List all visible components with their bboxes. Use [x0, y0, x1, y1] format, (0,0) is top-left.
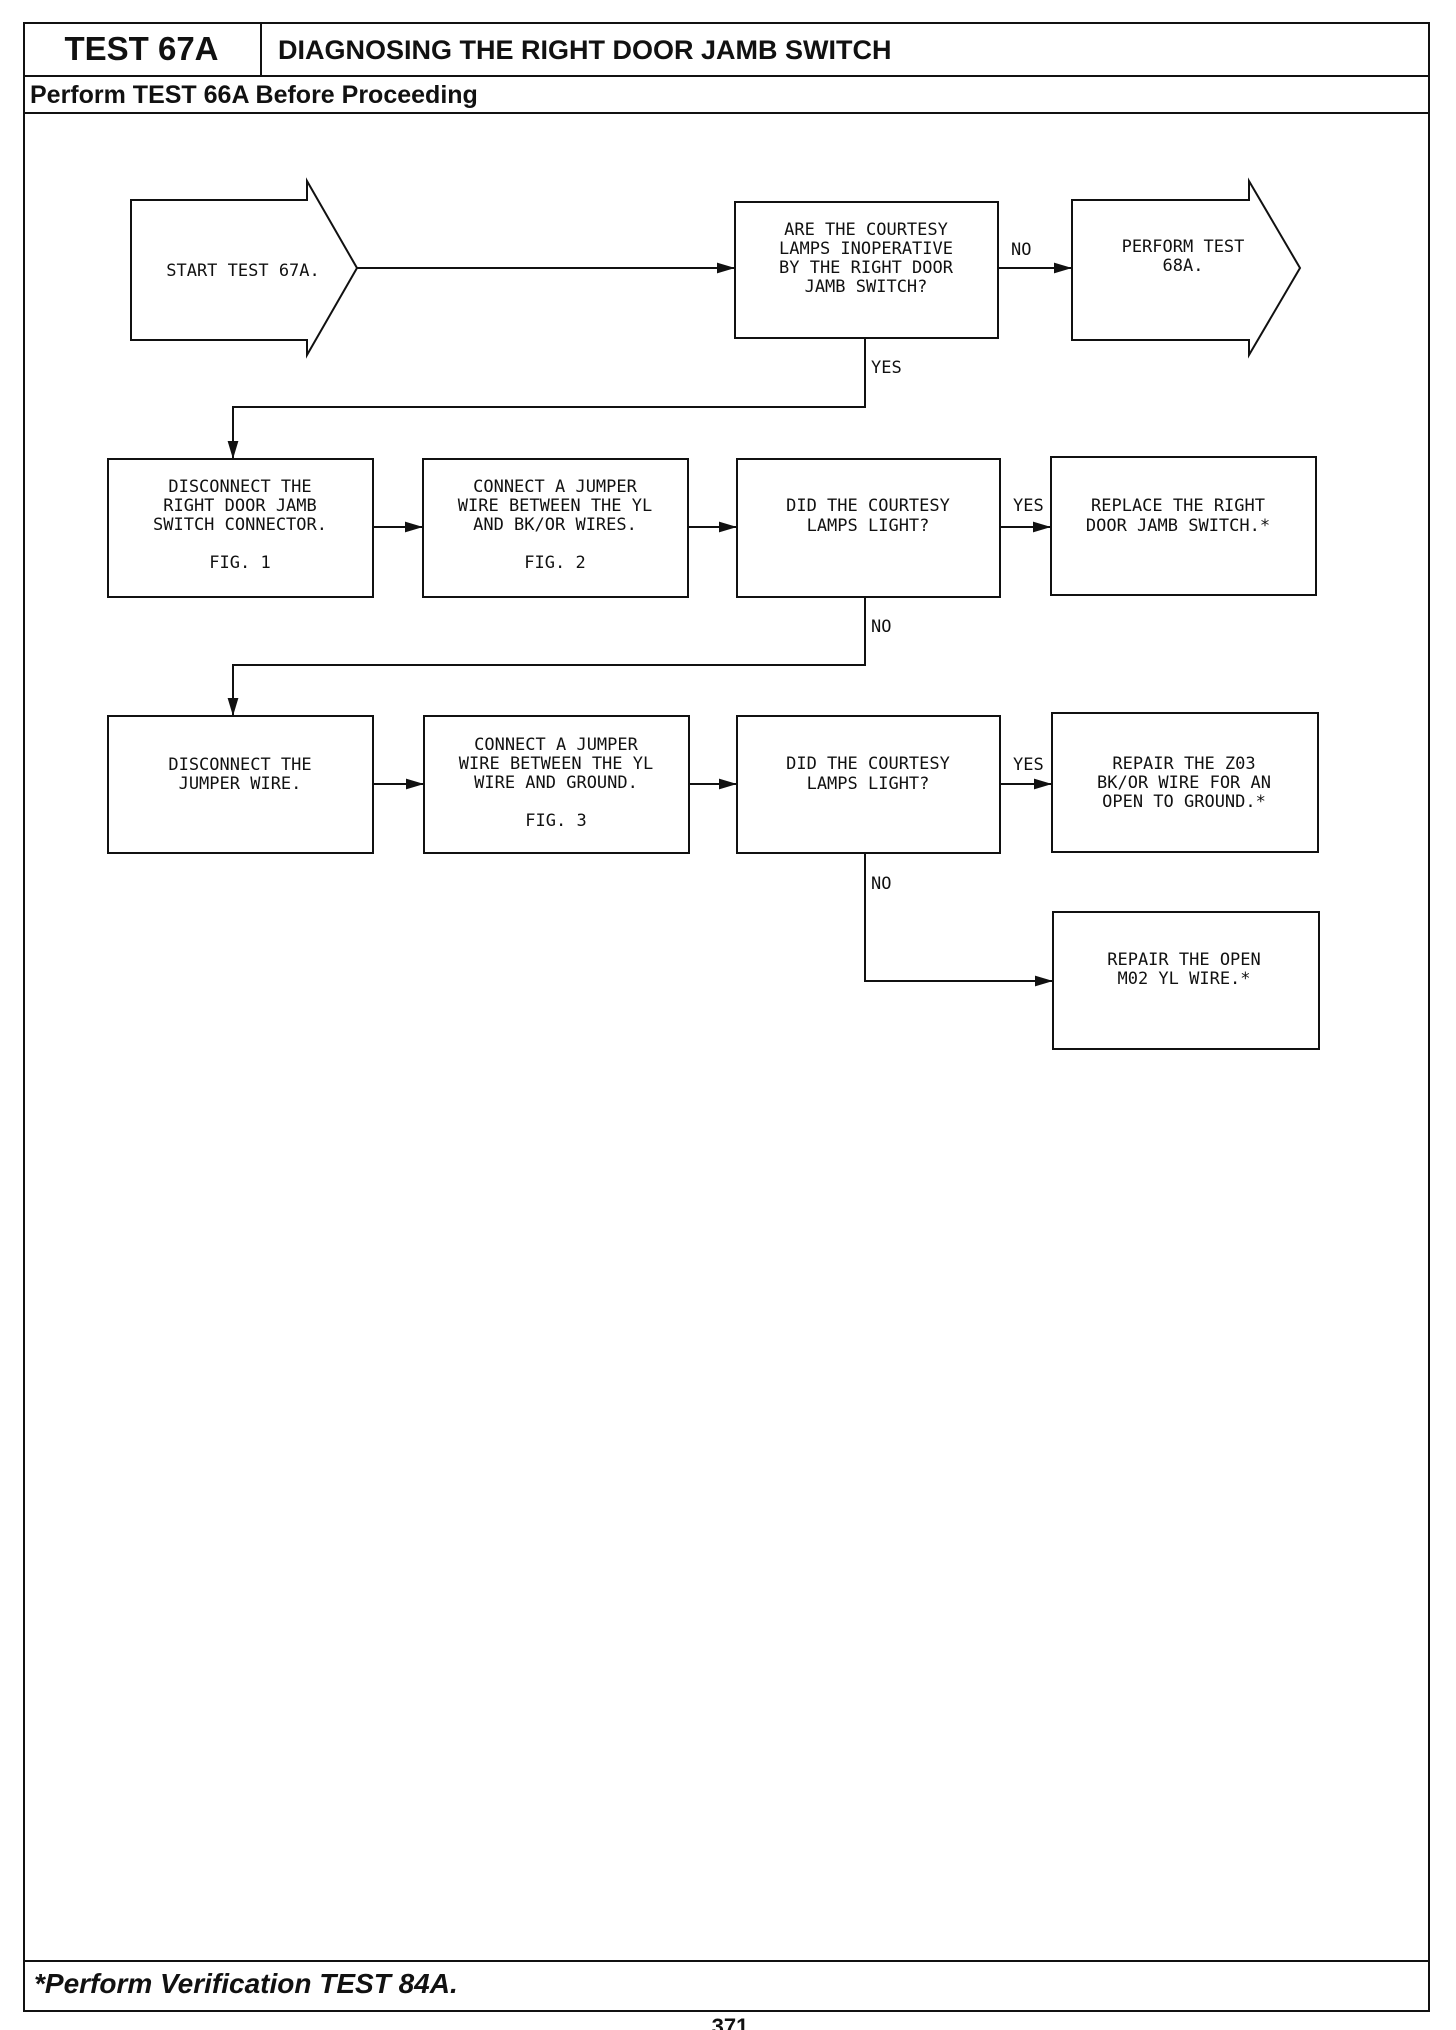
- node-text-line: OPEN TO GROUND.*: [1102, 792, 1266, 812]
- node-text-line: CONNECT A JUMPER: [473, 477, 638, 497]
- node-text-line: ARE THE COURTESY: [784, 220, 948, 240]
- footer-note: *Perform Verification TEST 84A.: [34, 1968, 458, 1999]
- q1-box: [734, 201, 999, 339]
- node-text-line: LAMPS LIGHT?: [807, 516, 930, 536]
- node-text-line: DISCONNECT THE: [168, 477, 311, 497]
- r2-box: [1051, 712, 1319, 853]
- edge-label-q3-no: NO: [871, 874, 891, 894]
- edge-label-q2-no: NO: [871, 617, 891, 637]
- page-number: 371: [711, 2014, 749, 2030]
- start-arrow-shape: [130, 177, 359, 359]
- node-text-line: START TEST 67A.: [166, 261, 320, 281]
- node-text-line: DISCONNECT THE: [168, 755, 311, 775]
- node-text-line: FIG. 1: [209, 553, 270, 573]
- node-text-line: AND BK/OR WIRES.: [473, 515, 637, 535]
- test-id: TEST 67A: [23, 22, 262, 75]
- connector-q2-no: [227, 597, 866, 716]
- prerequisite-note: Perform TEST 66A Before Proceeding: [30, 80, 478, 109]
- node-text-line: DID THE COURTESY: [786, 754, 950, 774]
- node-text-line: 68A.: [1163, 256, 1204, 276]
- page-title: DIAGNOSING THE RIGHT DOOR JAMB SWITCH: [278, 34, 892, 65]
- node-text-line: JUMPER WIRE.: [179, 774, 302, 794]
- connector-q3-no: [864, 853, 1053, 987]
- node-text-line: JAMB SWITCH?: [805, 277, 928, 297]
- node-text-line: SWITCH CONNECTOR.: [153, 515, 327, 535]
- node-text-line: LAMPS LIGHT?: [807, 774, 930, 794]
- edge-label-q3-yes: YES: [1013, 755, 1044, 775]
- node-text-line: RIGHT DOOR JAMB: [163, 496, 317, 516]
- node-text-line: CONNECT A JUMPER: [474, 735, 639, 755]
- node-text-line: DID THE COURTESY: [786, 496, 950, 516]
- footer-divider: [23, 1960, 1430, 1962]
- node-text-line: REPAIR THE Z03: [1112, 754, 1255, 774]
- page-frame: [23, 22, 1430, 2012]
- node-start-text: START TEST 67A.: [166, 261, 320, 281]
- node-text-line: WIRE AND GROUND.: [474, 773, 638, 793]
- node-text-line: FIG. 3: [525, 811, 586, 831]
- node-text-line: LAMPS INOPERATIVE: [779, 239, 953, 259]
- perform-arrow-shape: [1071, 177, 1302, 359]
- connector-q1-yes: [227, 338, 866, 459]
- node-text-line: WIRE BETWEEN THE YL: [459, 754, 653, 774]
- node-text-line: DOOR JAMB SWITCH.*: [1086, 516, 1270, 536]
- edge-label-q1-yes: YES: [871, 358, 902, 378]
- node-text-line: REPLACE THE RIGHT: [1091, 496, 1265, 516]
- node-text-line: M02 YL WIRE.*: [1117, 969, 1250, 989]
- node-text-line: BY THE RIGHT DOOR: [779, 258, 954, 278]
- header-divider: [23, 75, 1430, 77]
- node-text-line: PERFORM TEST: [1122, 237, 1245, 257]
- node-text-line: WIRE BETWEEN THE YL: [458, 496, 652, 516]
- node-text-line: REPAIR THE OPEN: [1107, 950, 1261, 970]
- subheader-divider: [23, 112, 1430, 114]
- edge-label-q1-no: NO: [1011, 240, 1031, 260]
- edge-label-q2-yes: YES: [1013, 496, 1044, 516]
- node-text-line: BK/OR WIRE FOR AN: [1097, 773, 1271, 793]
- node-text-line: FIG. 2: [524, 553, 585, 573]
